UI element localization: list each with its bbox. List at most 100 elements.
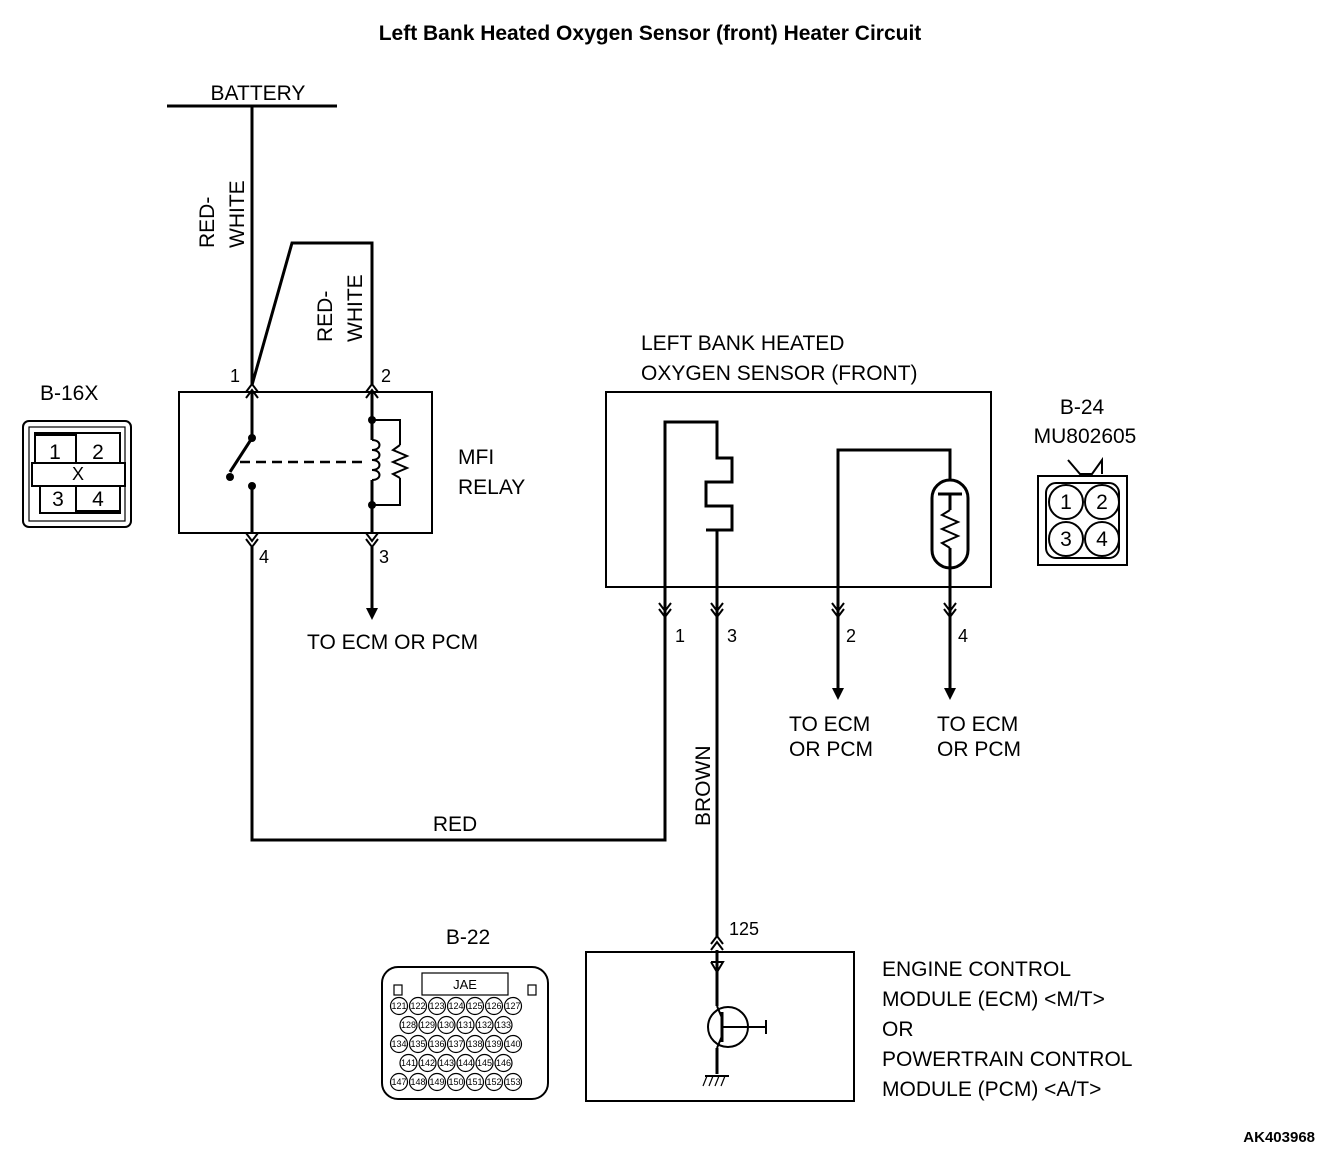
- relay-pin-4: 4: [259, 547, 269, 567]
- sensor-label-1: LEFT BANK HEATED: [641, 332, 844, 355]
- b22-pin: [494, 1053, 513, 1073]
- svg-text:2: 2: [92, 441, 104, 464]
- ecm-label-1: ENGINE CONTROL: [882, 958, 1071, 981]
- b22-pin: [475, 1015, 494, 1035]
- sensor-pin-2: 2: [846, 626, 856, 646]
- b22-pin-label: 131: [458, 1020, 473, 1030]
- b22-pin-label: 147: [391, 1077, 406, 1087]
- b22-pin-label: 150: [448, 1077, 463, 1087]
- sensor-output-2-line2: OR PCM: [937, 738, 1021, 761]
- relay-pin-1: 1: [230, 366, 240, 386]
- b22-pin-label: 134: [391, 1039, 406, 1049]
- b22-pin-label: 145: [477, 1058, 492, 1068]
- b22-pin: [418, 1015, 437, 1035]
- sensor-heater-element: [663, 420, 734, 587]
- b22-pin-label: 125: [467, 1001, 482, 1011]
- svg-text:4: 4: [1096, 528, 1108, 551]
- b22-pin: [389, 1034, 409, 1054]
- b22-pin-label: 121: [391, 1001, 406, 1011]
- arrow-sensor-pin2: [832, 688, 844, 700]
- b22-pin-label: 153: [505, 1077, 520, 1087]
- b22-pin-label: 130: [439, 1020, 454, 1030]
- sensor-connector-code: B-24: [1060, 396, 1105, 419]
- b22-pin: [503, 1072, 523, 1092]
- b22-pin: [475, 1053, 494, 1073]
- oxygen-sensor-box: [605, 391, 992, 588]
- sensor-output-1-line1: TO ECM: [789, 713, 870, 736]
- b22-pin-label: 128: [401, 1020, 416, 1030]
- b22-pin: [446, 1034, 466, 1054]
- arrow-pin3: [366, 608, 378, 620]
- b22-pin: [389, 996, 409, 1016]
- sensor-output-2-line1: TO ECM: [937, 713, 1018, 736]
- wire-label-red: RED: [433, 813, 477, 836]
- svg-text:3: 3: [52, 488, 64, 511]
- ecm-label-5: MODULE (PCM) <A/T>: [882, 1078, 1101, 1101]
- svg-text:4: 4: [92, 488, 104, 511]
- b22-pin: [484, 1072, 504, 1092]
- b22-pin: [427, 1034, 447, 1054]
- b22-pin-label: 140: [505, 1039, 520, 1049]
- b22-pin-label: 127: [505, 1001, 520, 1011]
- b22-pin-label: 132: [477, 1020, 492, 1030]
- ecm-label-4: POWERTRAIN CONTROL: [882, 1048, 1132, 1071]
- ecm-pin-125: 125: [729, 919, 759, 939]
- b22-pin-label: 144: [458, 1058, 473, 1068]
- sensor-pin-1: 1: [675, 626, 685, 646]
- battery-label: BATTERY: [211, 82, 306, 105]
- pin3-chevron: [365, 532, 379, 543]
- svg-text:2: 2: [1096, 491, 1108, 514]
- b22-pin: [494, 1015, 513, 1035]
- wire-label-red-white-1a: RED-: [196, 197, 219, 248]
- sensor-label-2: OXYGEN SENSOR (FRONT): [641, 362, 918, 385]
- b22-pin-label: 143: [439, 1058, 454, 1068]
- sensor-output-1-line2: OR PCM: [789, 738, 873, 761]
- ecm-label-2: MODULE (ECM) <M/T>: [882, 988, 1105, 1011]
- mfi-relay-label-1: MFI: [458, 446, 494, 469]
- b22-pin-label: 124: [448, 1001, 463, 1011]
- wire-label-red-white-1b: WHITE: [226, 180, 249, 248]
- b22-pin-label: 126: [486, 1001, 501, 1011]
- b22-pin: [484, 1034, 504, 1054]
- sensor-part-number: MU802605: [1034, 425, 1137, 448]
- mfi-relay-box: [178, 391, 433, 534]
- b24-connector: [1037, 475, 1128, 566]
- b22-pin-label: 152: [486, 1077, 501, 1087]
- wire-pin1-pin2: [250, 241, 374, 386]
- figure-code: AK403968: [1243, 1129, 1315, 1146]
- arrow-sensor-pin4: [944, 688, 956, 700]
- wire-label-brown: BROWN: [692, 746, 715, 827]
- b22-pin: [446, 996, 466, 1016]
- ecm-connector-code: B-22: [446, 926, 490, 949]
- b22-pin-label: 137: [448, 1039, 463, 1049]
- wire-label-red-white-2b: WHITE: [344, 274, 367, 342]
- pin1-chevron: [245, 382, 259, 393]
- sensor-pin-3: 3: [727, 626, 737, 646]
- b16x-connector: [22, 420, 132, 528]
- relay-output-label: TO ECM OR PCM: [307, 631, 478, 654]
- relay-pin-2: 2: [381, 366, 391, 386]
- b22-pin-label: 129: [420, 1020, 435, 1030]
- ecm-label-3: OR: [882, 1018, 914, 1041]
- connector-brand: JAE: [453, 977, 477, 992]
- b22-pin-label: 138: [467, 1039, 482, 1049]
- b22-pin: [465, 1072, 485, 1092]
- b22-pin-label: 151: [467, 1077, 482, 1087]
- b22-pin-label: 141: [401, 1058, 416, 1068]
- b22-pin: [437, 1053, 456, 1073]
- b22-pin-label: 146: [496, 1058, 511, 1068]
- b22-pin-label: 149: [429, 1077, 444, 1087]
- wire-label-red-white-2a: RED-: [314, 291, 337, 342]
- b22-pin: [427, 996, 447, 1016]
- b22-pin: [408, 1034, 428, 1054]
- b22-pin: [503, 1034, 523, 1054]
- wire-red: [250, 547, 667, 842]
- svg-text:X: X: [72, 464, 84, 484]
- pin4-chevron: [245, 532, 259, 543]
- b22-pin-label: 123: [429, 1001, 444, 1011]
- mfi-relay-label-2: RELAY: [458, 476, 525, 499]
- svg-text:1: 1: [49, 441, 61, 464]
- b22-pin: [399, 1053, 418, 1073]
